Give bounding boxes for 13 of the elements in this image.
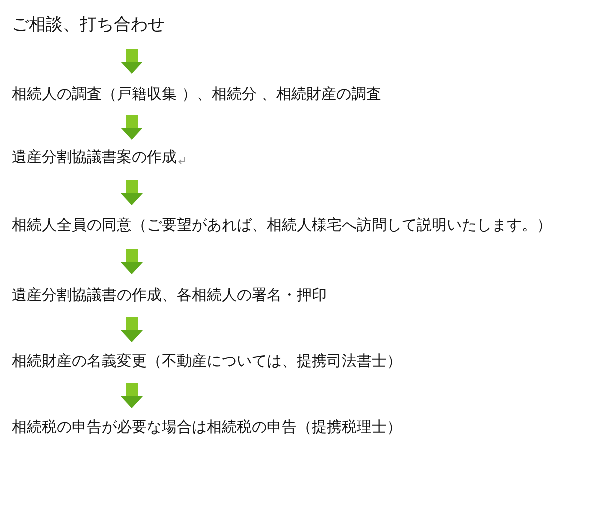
down-arrow (121, 115, 143, 140)
down-arrow (121, 318, 143, 342)
step-label: 相続財産の名義変更（不動産については、提携司法書士） (12, 350, 402, 372)
down-arrow (121, 49, 143, 74)
step-label: 遺産分割協議書の作成、各相続人の署名・押印 (12, 284, 327, 306)
step-label: 相続人全員の同意（ご要望があれば、相続人様宅へ訪問して説明いたします。） (12, 214, 552, 236)
step-label: 相続人の調査（戸籍収集 ）、相続分 、相続財産の調査 (12, 83, 382, 105)
down-arrow (121, 384, 143, 408)
step-label: 遺産分割協議書案の作成 (12, 146, 177, 168)
step-label: 相続税の申告が必要な場合は相続税の申告（提携税理士） (12, 416, 402, 438)
down-arrow (121, 180, 143, 206)
step-label: ご相談、打ち合わせ (12, 14, 165, 36)
down-arrow (121, 250, 143, 274)
